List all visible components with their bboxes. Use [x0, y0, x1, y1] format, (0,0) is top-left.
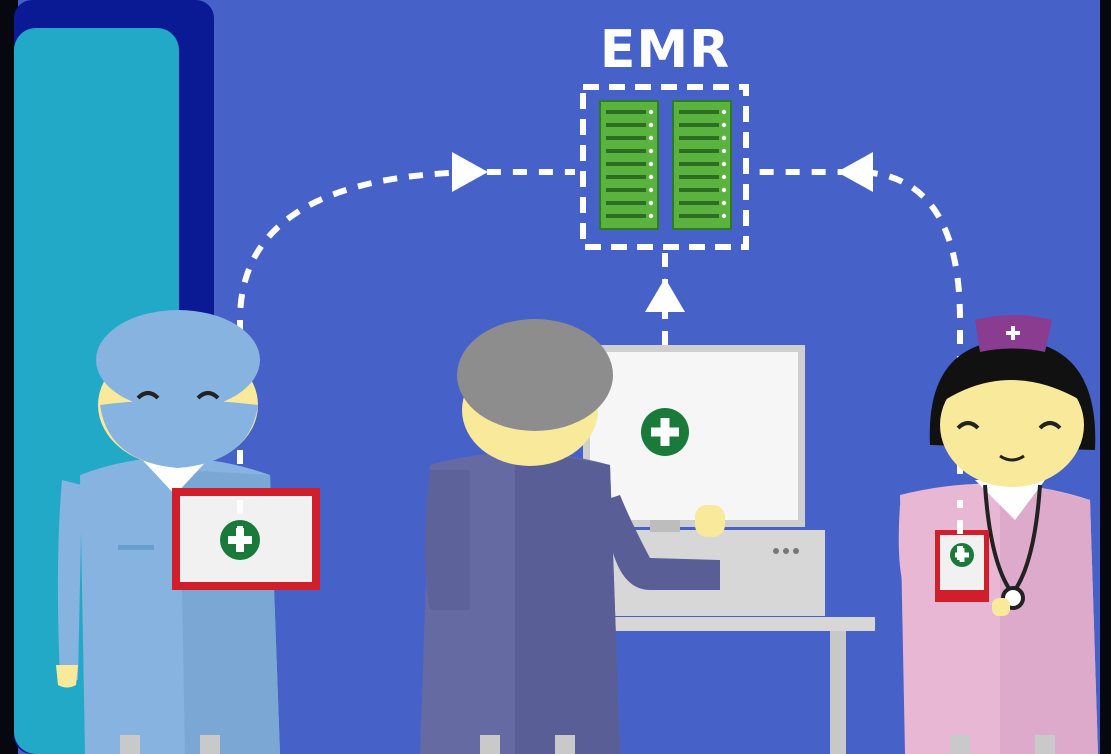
server-status-light: [721, 213, 727, 219]
server-status-light: [648, 135, 654, 141]
clinician-hand: [695, 505, 725, 537]
surgeon-tablet: [172, 488, 320, 590]
nurse-figure: [898, 315, 1098, 754]
left-dark-edge: [0, 0, 18, 754]
surgeon-to-emr-path: [237, 169, 575, 490]
nurse-head: [940, 363, 1084, 487]
server-status-light: [648, 174, 654, 180]
emr-server-group: [580, 84, 749, 250]
server-status-light: [648, 213, 654, 219]
server-status-light: [721, 135, 727, 141]
server-status-light: [721, 109, 727, 115]
emr-title: EMR: [599, 20, 731, 80]
surgeon-cap: [96, 310, 260, 410]
monitor-screen: [590, 352, 798, 520]
clinician-figure: [420, 319, 725, 754]
server-status-light: [648, 187, 654, 193]
nurse-to-emr-path: [750, 169, 963, 500]
arrow-left-icon: [837, 152, 873, 192]
server-status-light: [721, 174, 727, 180]
medical-cross-icon: [641, 408, 689, 456]
arrow-up-icon: [645, 278, 685, 312]
monitor-stand: [650, 520, 680, 532]
server-status-light: [721, 161, 727, 167]
surgeon-mask: [100, 400, 258, 468]
desk-leg: [830, 631, 846, 754]
nurse-tablet: [935, 530, 989, 602]
surgeon-figure: [56, 310, 320, 754]
arrow-right-icon: [452, 152, 488, 192]
clinician-hair: [457, 319, 613, 431]
server-status-light: [648, 200, 654, 206]
server-status-light: [721, 122, 727, 128]
server-status-light: [721, 148, 727, 154]
server-status-light: [721, 187, 727, 193]
server-status-light: [721, 200, 727, 206]
right-dark-edge: [1100, 0, 1111, 754]
server-status-light: [648, 109, 654, 115]
clinician-arm: [605, 495, 720, 590]
server-status-light: [648, 148, 654, 154]
server-status-light: [648, 122, 654, 128]
server-status-light: [648, 161, 654, 167]
emr-dashed-box: [580, 84, 749, 250]
data-flow-arrows: [237, 169, 963, 500]
